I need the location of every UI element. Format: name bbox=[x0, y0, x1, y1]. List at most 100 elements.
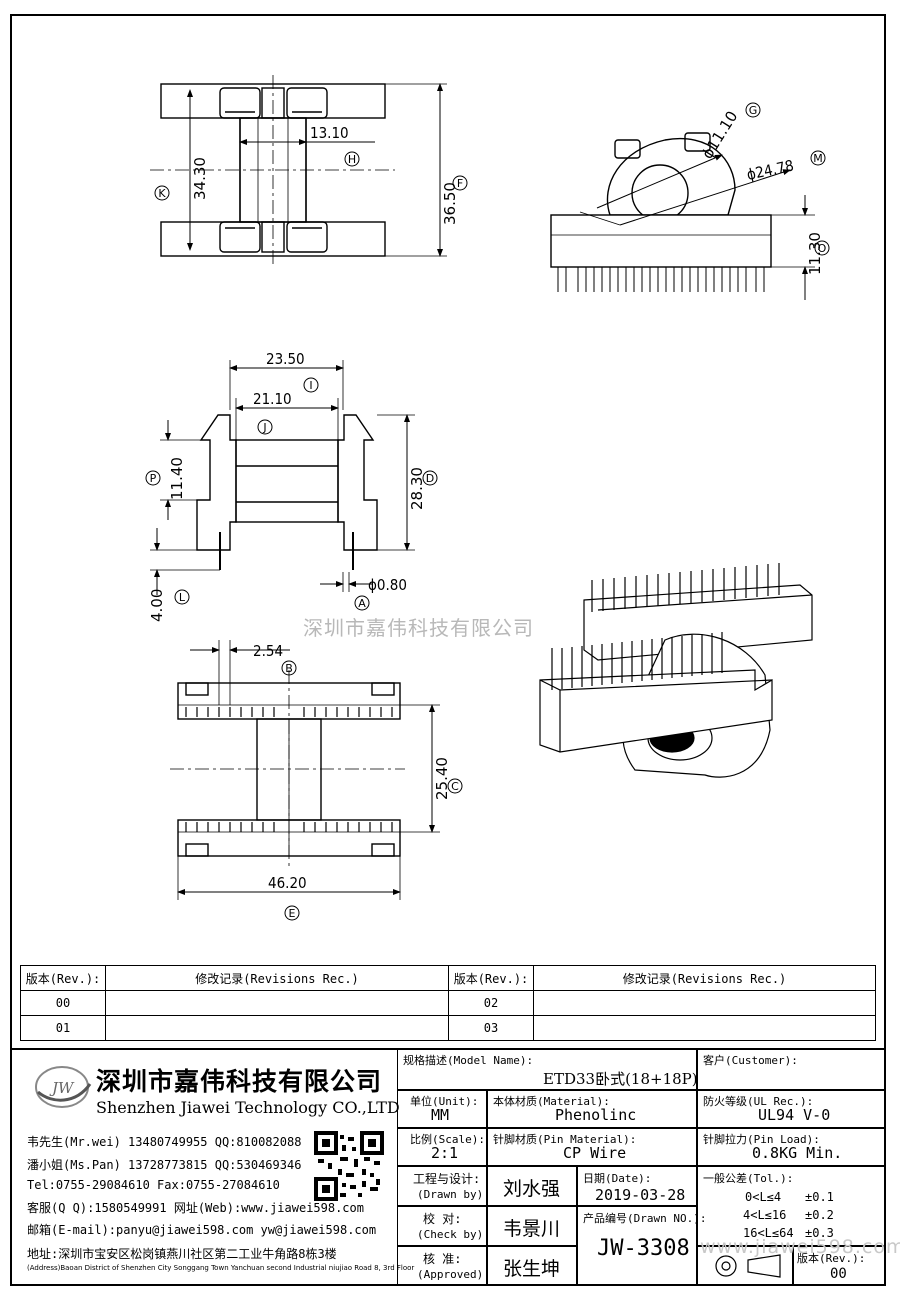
technical-drawing: 13.10 34.30 36.50 ϕ11.10 ϕ24.78 11.30 23… bbox=[145, 75, 830, 921]
rev-cell bbox=[793, 1246, 886, 1286]
contact-tel: Tel:0755-29084610 Fax:0755-27084610 bbox=[27, 1178, 280, 1192]
dim-0-80: ϕ0.80 bbox=[368, 576, 407, 594]
marker-p: P bbox=[150, 472, 157, 485]
unit-value: MM bbox=[431, 1106, 450, 1124]
title-block bbox=[10, 1048, 886, 1288]
svg-text:JW: JW bbox=[49, 1079, 75, 1097]
table-row: 01 03 bbox=[20, 1015, 876, 1041]
dimension-markers bbox=[145, 102, 830, 921]
approved-label-cell bbox=[397, 1246, 487, 1286]
drawn-label: 工程与设计: bbox=[413, 1172, 481, 1186]
table-cell bbox=[105, 1015, 449, 1041]
check-label-cell bbox=[397, 1206, 487, 1246]
check-value-cell bbox=[487, 1206, 577, 1246]
model-label: 规格描述(Model Name): bbox=[403, 1054, 534, 1067]
table-cell bbox=[533, 990, 876, 1016]
scale-label: 比例(Scale): bbox=[410, 1133, 485, 1146]
table-cell: 01 bbox=[20, 1015, 106, 1041]
contact-wei: 韦先生(Mr.wei) 13480749955 QQ:810082088 bbox=[27, 1135, 302, 1149]
pin-material-value: CP Wire bbox=[563, 1144, 627, 1162]
check-label: 校 对: bbox=[423, 1212, 462, 1226]
tol-value-2: ±0.2 bbox=[805, 1208, 834, 1222]
front-view bbox=[550, 132, 815, 300]
drawn-no-value: JW-3308 bbox=[597, 1236, 690, 1261]
pin-material-cell bbox=[487, 1128, 697, 1166]
date-label: 日期(Date): bbox=[583, 1172, 652, 1185]
tol-value-3: ±0.3 bbox=[805, 1226, 834, 1240]
dim-11-30: 11.30 bbox=[806, 232, 824, 275]
qr-code bbox=[314, 1131, 384, 1201]
projection-cell bbox=[697, 1246, 793, 1286]
tol-value-1: ±0.1 bbox=[805, 1190, 834, 1204]
table-cell bbox=[105, 990, 449, 1016]
marker-h: H bbox=[348, 153, 356, 166]
contact-pan: 潘小姐(Ms.Pan) 13728773815 QQ:530469346 bbox=[27, 1158, 302, 1172]
dim-46-20: 46.20 bbox=[268, 874, 307, 892]
company-logo: JW bbox=[35, 1066, 92, 1108]
marker-d: D bbox=[426, 472, 434, 485]
table-row: 00 02 bbox=[20, 990, 876, 1016]
drawn-label-en: (Drawn by) bbox=[417, 1188, 484, 1201]
drawn-label-cell bbox=[397, 1166, 487, 1206]
projection-symbol-icon bbox=[715, 1254, 781, 1278]
approved-label: 核 准: bbox=[423, 1252, 462, 1266]
marker-m: M bbox=[813, 152, 823, 165]
scale-cell bbox=[397, 1128, 487, 1166]
dim-25-40: 25.40 bbox=[433, 757, 451, 800]
revision-table: 版本(Rev.): 修改记录(Revisions Rec.) 版本(Rev.):… bbox=[20, 965, 876, 1041]
table-cell: 02 bbox=[448, 990, 534, 1016]
marker-l: L bbox=[179, 591, 186, 604]
dim-11-40: 11.40 bbox=[168, 457, 186, 500]
isometric-view bbox=[539, 563, 813, 778]
tolerance-label: 一般公差(Tol.): bbox=[703, 1172, 794, 1185]
table-cell bbox=[533, 1015, 876, 1041]
dimension-labels: 13.10 34.30 36.50 ϕ11.10 ϕ24.78 11.30 23… bbox=[148, 108, 824, 892]
tolerance-cell bbox=[697, 1166, 886, 1246]
drawn-no-cell bbox=[577, 1206, 697, 1286]
rec-header-2: 修改记录(Revisions Rec.) bbox=[533, 965, 876, 991]
material-label: 本体材质(Material): bbox=[493, 1095, 610, 1108]
ul-cell bbox=[697, 1090, 886, 1128]
scale-value: 2:1 bbox=[431, 1144, 459, 1162]
ul-value: UL94 V-0 bbox=[758, 1106, 831, 1124]
side-view bbox=[150, 75, 447, 265]
rev-header: 版本(Rev.): bbox=[20, 965, 106, 991]
marker-j: J bbox=[262, 421, 266, 434]
top-view bbox=[170, 640, 440, 900]
tol-range-3: 16<L≤64 bbox=[743, 1226, 794, 1240]
material-cell bbox=[487, 1090, 697, 1128]
approved-value-cell bbox=[487, 1246, 577, 1286]
rev-value: 00 bbox=[830, 1266, 847, 1282]
marker-k-circle bbox=[154, 185, 170, 201]
check-label-en: (Check by) bbox=[417, 1228, 484, 1241]
tol-range-2: 4<L≤16 bbox=[743, 1208, 787, 1222]
rev-header-2: 版本(Rev.): bbox=[448, 965, 534, 991]
marker-f: F bbox=[457, 177, 463, 190]
marker-a: A bbox=[358, 597, 366, 610]
dim-21-10: 21.10 bbox=[253, 390, 292, 408]
pin-load-value: 0.8KG Min. bbox=[752, 1144, 843, 1162]
marker-b: B bbox=[285, 662, 293, 675]
drawn-value: 刘水强 bbox=[503, 1178, 561, 1200]
dim-36-50: 36.50 bbox=[441, 182, 459, 225]
table-cell: 00 bbox=[20, 990, 106, 1016]
marker-letters: K H F G M O I J P D A L B C E bbox=[150, 104, 827, 920]
dim-4-00: 4.00 bbox=[148, 589, 166, 622]
contact-email: 邮箱(E-mail):panyu@jiawei598.com yw@jiawei… bbox=[27, 1223, 377, 1237]
contact-address-en: (Address)Baoan District of Shenzhen City… bbox=[27, 1264, 415, 1272]
check-value: 韦景川 bbox=[503, 1218, 561, 1240]
ul-label: 防火等级(UL Rec.): bbox=[703, 1095, 814, 1108]
marker-g: G bbox=[749, 104, 758, 117]
date-value: 2019-03-28 bbox=[595, 1186, 686, 1204]
dim-23-50: 23.50 bbox=[266, 350, 305, 368]
drawn-value-cell bbox=[487, 1166, 577, 1206]
rec-header: 修改记录(Revisions Rec.) bbox=[105, 965, 449, 991]
approved-value: 张生坤 bbox=[503, 1258, 561, 1280]
rev-label: 版本(Rev.): bbox=[797, 1252, 866, 1265]
pin-material-label: 针脚材质(Pin Material): bbox=[493, 1133, 637, 1146]
dim-2-54: 2.54 bbox=[253, 642, 283, 660]
contact-address: 地址:深圳市宝安区松岗镇燕川社区第二工业牛角路8栋3楼 bbox=[27, 1247, 337, 1261]
watermark-company: 深圳市嘉伟科技有限公司 bbox=[303, 616, 534, 640]
marker-k: K bbox=[158, 187, 166, 200]
dim-24-78: ϕ24.78 bbox=[745, 156, 795, 183]
